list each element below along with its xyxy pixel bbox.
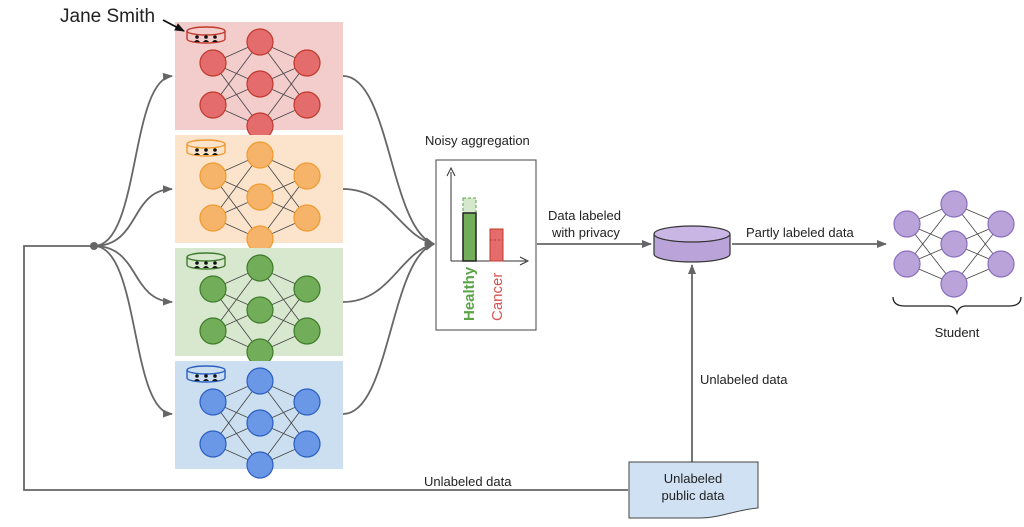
converge-arrows (342, 75, 435, 415)
healthy-label: Healthy (461, 266, 478, 321)
teacher-orange (175, 135, 343, 253)
teacher-blue (175, 361, 343, 479)
teacher-red-neuron-2-1 (293, 91, 321, 119)
student-brace (892, 296, 1022, 316)
teacher-red-neuron-2-0 (293, 49, 321, 77)
teacher-orange-neuron-1-0 (246, 141, 274, 169)
cancer-label: Cancer (489, 273, 506, 321)
person-label: Jane Smith (60, 6, 155, 27)
teacher-red-neuron-1-0 (246, 28, 274, 56)
teacher-green-neuron-1-0 (246, 254, 274, 282)
teacher-orange-neuron-1-1 (246, 183, 274, 211)
fanout-arrows (93, 72, 173, 418)
labeled-label-line2: with privacy (551, 225, 620, 240)
teacher-blue-database-icon (186, 365, 226, 383)
student-neuron-1-1 (940, 230, 968, 258)
teacher-red (175, 22, 343, 140)
teacher-green-neuron-0-0 (199, 275, 227, 303)
student-network (893, 190, 1015, 298)
healthy-noise-bar (462, 197, 477, 215)
student-label: Student (935, 325, 980, 340)
teacher-green-neuron-0-1 (199, 317, 227, 345)
student-neuron-2-1 (987, 250, 1015, 278)
unlabeled-loop-line (23, 245, 628, 491)
teacher-orange-neuron-2-0 (293, 162, 321, 190)
student-neuron-1-2 (940, 270, 968, 298)
aggregation-box (435, 159, 537, 331)
teacher-orange-neuron-2-1 (293, 204, 321, 232)
teacher-green (175, 248, 343, 366)
unlabeled-up-label: Unlabeled data (700, 372, 788, 387)
teacher-orange-neuron-0-0 (199, 162, 227, 190)
partly-labeled-label: Partly labeled data (746, 225, 854, 240)
aggregation-title: Noisy aggregation (425, 133, 530, 148)
labeled-label-line1: Data labeled (548, 208, 621, 223)
student-neuron-1-0 (940, 190, 968, 218)
teacher-green-database-icon (186, 252, 226, 270)
teacher-blue-neuron-0-0 (199, 388, 227, 416)
teacher-green-neuron-2-0 (293, 275, 321, 303)
teacher-red-database-icon (186, 26, 226, 44)
teacher-blue-neuron-0-1 (199, 430, 227, 458)
student-neuron-2-0 (987, 210, 1015, 238)
teacher-green-neuron-2-1 (293, 317, 321, 345)
teacher-blue-neuron-1-1 (246, 409, 274, 437)
person-pointer-arrow (162, 19, 185, 32)
teacher-red-neuron-0-0 (199, 49, 227, 77)
teacher-orange-neuron-0-1 (199, 204, 227, 232)
unlabeled-bottom-label: Unlabeled data (424, 474, 512, 489)
healthy-bar (462, 212, 477, 262)
teacher-green-neuron-1-1 (246, 296, 274, 324)
database-icon (653, 225, 731, 263)
public-data-line1: Unlabeled (664, 471, 723, 486)
teacher-models (175, 22, 343, 479)
public-data-box: Unlabeled public data (628, 461, 759, 519)
teacher-blue-neuron-2-0 (293, 388, 321, 416)
teacher-red-neuron-0-1 (199, 91, 227, 119)
student-neuron-0-0 (893, 210, 921, 238)
teacher-blue-neuron-1-2 (246, 451, 274, 479)
cancer-bar (489, 228, 504, 262)
teacher-blue-neuron-2-1 (293, 430, 321, 458)
student-neuron-0-1 (893, 250, 921, 278)
teacher-blue-neuron-1-0 (246, 367, 274, 395)
public-data-line2: public data (662, 488, 726, 503)
teacher-orange-database-icon (186, 139, 226, 157)
teacher-red-neuron-1-1 (246, 70, 274, 98)
mini-chart: Healthy Cancer (446, 166, 530, 321)
